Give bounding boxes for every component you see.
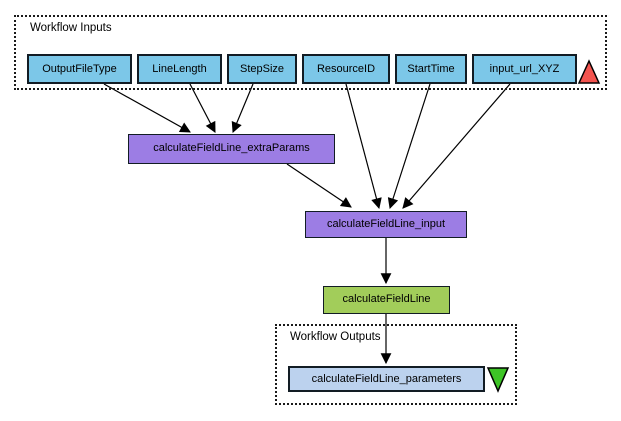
input-port-starttime[interactable]: StartTime bbox=[395, 54, 467, 84]
edge-stepsize-to-extraparams bbox=[231, 83, 254, 133]
input-port-inputurlxyz[interactable]: input_url_XYZ bbox=[472, 54, 577, 84]
input-port-resourceid[interactable]: ResourceID bbox=[302, 54, 390, 84]
processor-calculatefieldline-input[interactable]: calculateFieldLine_input bbox=[305, 211, 467, 238]
processor-calculatefieldline-extraparams[interactable]: calculateFieldLine_extraParams bbox=[128, 134, 335, 164]
edge-resourceid-to-input bbox=[345, 83, 382, 210]
edge-extraparams-to-input bbox=[286, 163, 352, 208]
edge-starttime-to-input bbox=[387, 83, 431, 210]
workflow-input-triangle-icon bbox=[577, 59, 601, 84]
input-port-stepsize[interactable]: StepSize bbox=[227, 54, 297, 84]
input-port-outputfiletype[interactable]: OutputFileType bbox=[27, 54, 132, 84]
workflow-output-triangle-icon bbox=[486, 367, 510, 393]
output-port-calculatefieldline-parameters[interactable]: calculateFieldLine_parameters bbox=[288, 366, 485, 392]
workflow-outputs-group bbox=[275, 324, 517, 405]
edge-inputurlxyz-to-input bbox=[402, 83, 511, 209]
edge-outputfiletype-to-extraparams bbox=[103, 83, 191, 133]
workflow-inputs-label: Workflow Inputs bbox=[30, 22, 112, 34]
processor-calculatefieldline[interactable]: calculateFieldLine bbox=[323, 286, 450, 314]
workflow-inputs-group bbox=[14, 15, 607, 90]
edge-linelength-to-extraparams bbox=[189, 83, 216, 133]
workflow-outputs-label: Workflow Outputs bbox=[290, 331, 381, 343]
input-port-linelength[interactable]: LineLength bbox=[137, 54, 222, 84]
